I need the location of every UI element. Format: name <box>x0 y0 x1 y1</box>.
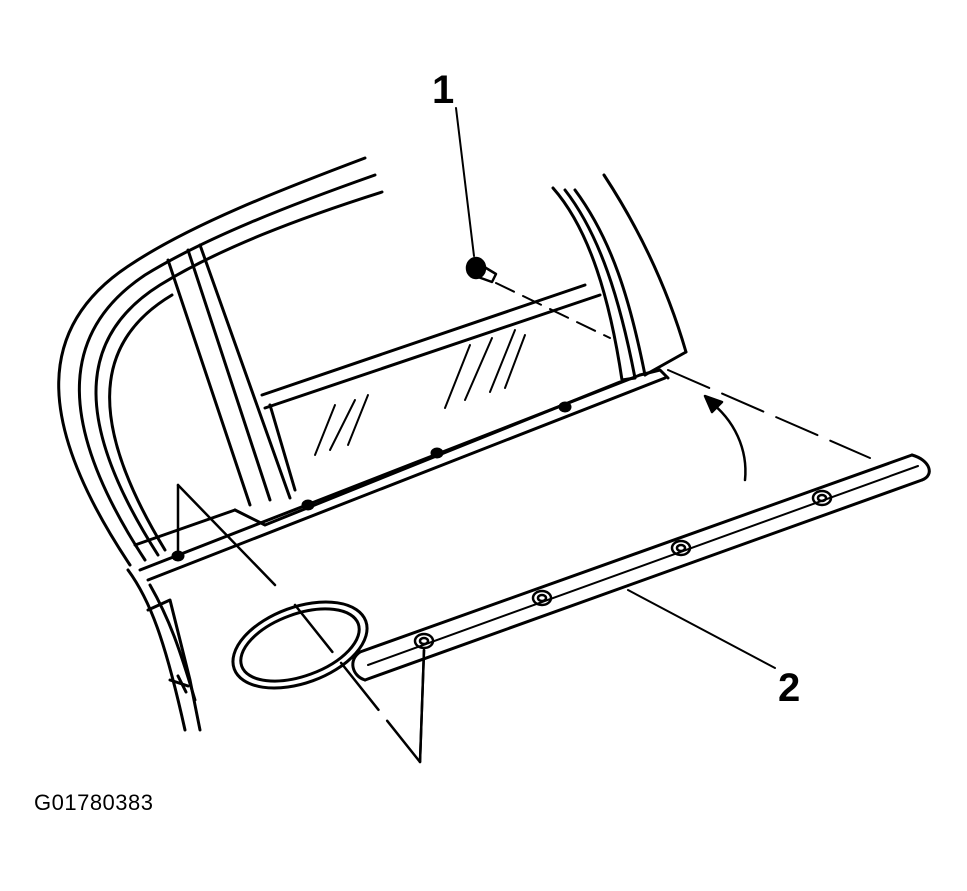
door-beltline <box>135 370 668 580</box>
door-frame-post <box>553 175 686 380</box>
callout-label-1: 1 <box>432 68 455 112</box>
callout-1-leader <box>456 108 474 256</box>
window-glass <box>262 285 600 490</box>
callout-label-2: 2 <box>778 666 801 710</box>
door-handle-recess <box>221 585 379 704</box>
window-division-post <box>168 245 290 505</box>
molding-alignment-line <box>668 370 870 458</box>
clip-alignment-lines <box>178 485 424 762</box>
rotation-arrow-icon <box>705 396 745 480</box>
fastener-bolt-icon <box>467 258 496 282</box>
figure-identifier: G01780383 <box>34 790 154 815</box>
body-side-molding <box>353 455 929 680</box>
callout-2-leader <box>628 590 775 668</box>
molding-clips <box>415 491 831 648</box>
fastener-alignment-line <box>496 283 610 338</box>
door-lower-edge <box>128 570 200 730</box>
window-frame-arch <box>59 158 382 565</box>
